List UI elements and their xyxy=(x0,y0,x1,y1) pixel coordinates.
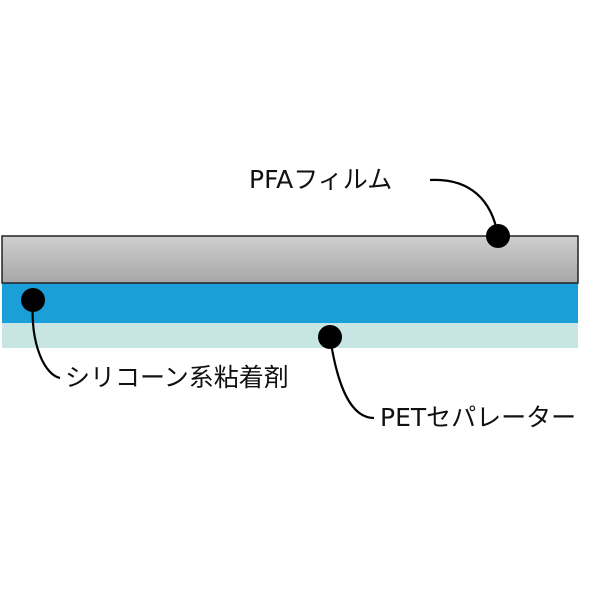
pet-separator-layer xyxy=(2,323,578,348)
silicone-adhesive-label: シリコーン系粘着剤 xyxy=(65,363,289,392)
pfa-film-leader-line xyxy=(429,178,500,237)
pet-separator-label: PETセパレーター xyxy=(380,403,577,432)
pfa-film-layer xyxy=(1,235,579,284)
pet-separator-leader-line xyxy=(328,336,375,420)
silicone-adhesive-layer xyxy=(2,283,578,323)
pet-separator-marker-dot xyxy=(318,325,342,349)
silicone-adhesive-marker-dot xyxy=(21,288,45,312)
pfa-film-marker-dot xyxy=(486,224,510,248)
pfa-film-label: PFAフィルム xyxy=(249,165,393,194)
silicone-adhesive-leader-line xyxy=(31,299,61,380)
